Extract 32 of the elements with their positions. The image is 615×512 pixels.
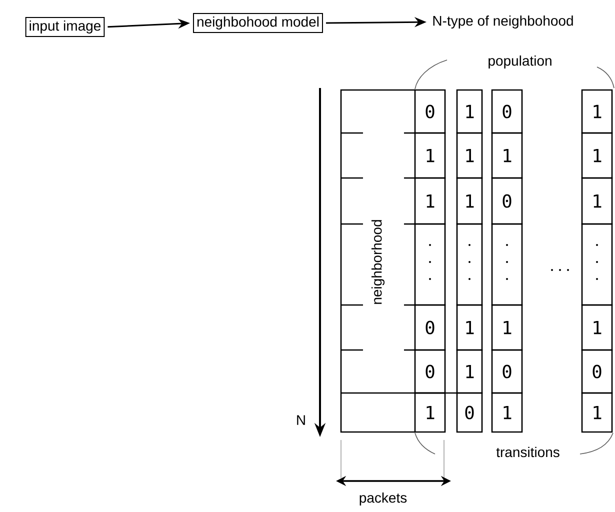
table-cell: 1: [581, 177, 613, 225]
table-cell: 1: [456, 89, 483, 134]
output-text: N-type of neighbohood: [433, 15, 573, 29]
table-cell: 0: [491, 89, 523, 134]
table-cell: 1: [491, 392, 523, 433]
table-cell: 1: [456, 177, 483, 225]
table-cell: 0: [581, 349, 613, 394]
table-cell: 1: [581, 89, 613, 134]
table-cell: 0: [491, 177, 523, 225]
table-cell: 1: [456, 132, 483, 179]
table-cell: 0: [414, 304, 446, 351]
table-cell: 1: [456, 304, 483, 351]
table-cell: 1: [581, 132, 613, 179]
process-box: input image: [25, 16, 105, 38]
label: N: [297, 415, 305, 425]
label: population: [488, 55, 552, 69]
label: packets: [360, 492, 407, 506]
table-cell: 0: [414, 89, 446, 134]
table-cell: 1: [414, 177, 446, 225]
table-cell: 0: [456, 392, 483, 433]
table-cell: 1: [581, 304, 613, 351]
label: transitions: [496, 446, 560, 458]
label: neighborhood: [370, 218, 386, 306]
table-cell: 0: [491, 349, 523, 394]
table-cell: 0: [414, 349, 446, 394]
table-cell: 1: [491, 304, 523, 351]
table-cell: 1: [491, 132, 523, 179]
table-cell: 1: [581, 392, 613, 433]
process-box: neighbohood model: [193, 12, 323, 34]
table-cell: 1: [456, 349, 483, 394]
table-cell: 1: [414, 392, 446, 433]
table-cell: 1: [414, 132, 446, 179]
